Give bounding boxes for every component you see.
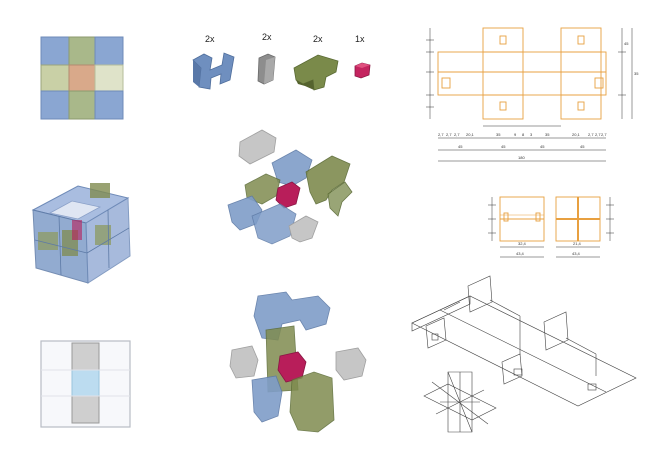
piece-count-label: 2x [205, 34, 215, 44]
dim-right: 35 [634, 71, 639, 76]
t-piece-icon [293, 54, 339, 91]
dim-label: 2,7 [601, 132, 607, 137]
exploded-view-upper [227, 129, 353, 245]
h-piece-icon [192, 52, 235, 90]
dim-label: 32,4 [518, 241, 527, 246]
exploded-view-lower [229, 291, 367, 433]
grey-block-icon [257, 53, 276, 85]
dim-label: 21,4 [573, 241, 582, 246]
piece-count-label: 1x [355, 34, 365, 44]
dim-label: 20,1 [466, 132, 475, 137]
bottom-dim-row-2: 45 45 45 45 [458, 144, 585, 149]
dim-label: 45 [580, 144, 585, 149]
dim-label: 43,4 [516, 251, 525, 256]
dim-label: 45 [501, 144, 506, 149]
dim-label: 2,7 [438, 132, 444, 137]
dim-label: 3 [530, 132, 533, 137]
assembled-cube-isometric [31, 183, 131, 284]
dim-label: 9 [514, 132, 517, 137]
dim-label: 2,7 [454, 132, 460, 137]
dim-label: 2,7 [446, 132, 452, 137]
top-view-grid [40, 36, 124, 120]
dim-label: 8 [522, 132, 525, 137]
red-cube-icon [354, 62, 371, 79]
bottom-dim-row-1: 2,7 2,7 2,7 20,1 35 9 8 3 35 20,1 2,7 2,… [438, 132, 607, 137]
dim-label: 20,1 [572, 132, 581, 137]
dim-total: 180 [518, 155, 525, 160]
dim-label: 43,4 [572, 251, 581, 256]
dim-label: 45 [458, 144, 463, 149]
dim-label: 35 [545, 132, 550, 137]
flat-pattern-drawing: 35 45 2,7 2,7 2,7 20,1 35 9 8 3 35 20,1 … [426, 27, 639, 162]
piece-count-label: 2x [262, 32, 272, 42]
cross-wireframe-star [423, 371, 497, 433]
dim-label: 2,7 [588, 132, 594, 137]
dim-label: 2,7 [595, 132, 601, 137]
dim-label: 45 [540, 144, 545, 149]
piece-count-label: 2x [313, 34, 323, 44]
dim-right: 45 [624, 41, 629, 46]
small-section-drawings: 32,4 43,4 21,4 43,4 [488, 196, 614, 258]
wireframe-isometric-pattern [411, 275, 637, 407]
section-view-grid [40, 340, 131, 428]
dim-label: 35 [496, 132, 501, 137]
